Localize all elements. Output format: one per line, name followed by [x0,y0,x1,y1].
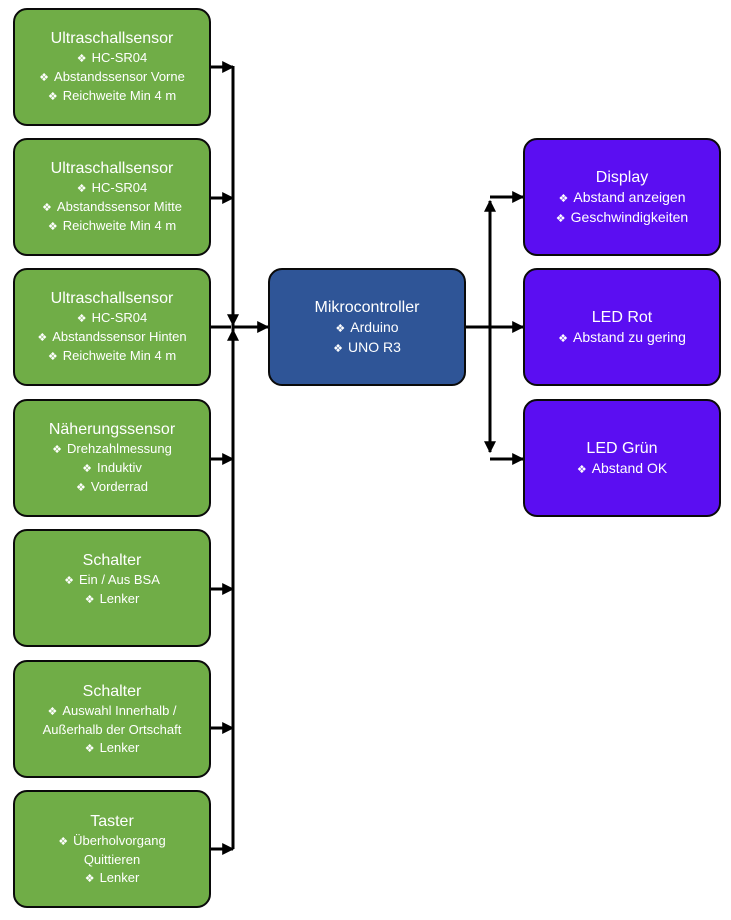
bullet-icon: ❖ [76,482,86,494]
bullet-icon: ❖ [84,742,95,755]
item-text: HC-SR04 [91,310,148,325]
input-box-switch-location: Schalter ❖Auswahl Innerhalb / Außerhalb … [13,660,211,778]
box-title: Näherungssensor [48,421,176,438]
item-text: Vorderrad [90,479,148,494]
item-text: Reichweite Min 4 m [62,218,177,233]
list-item: ❖ Vorderrad [76,478,148,497]
item-text: Abstandssensor Mitte [56,199,182,214]
box-title: Ultraschallsensor [50,160,174,177]
controller-box: Mikrocontroller ❖Arduino ❖UNO R3 [268,268,466,386]
list-item: ❖ Geschwindigkeiten [556,208,688,228]
list-item: ❖ Reichweite Min 4 m [48,87,176,106]
bullet-icon: ❖ [76,183,87,195]
box-title: LED Grün [586,439,658,457]
list-item: ❖ HC-SR04 [77,179,148,198]
item-text: Lenker [99,739,140,755]
bullet-icon: ❖ [576,463,587,476]
list-item: ❖ Lenker [85,590,140,609]
item-text: Reichweite Min 4 m [62,88,177,103]
bullet-icon: ❖ [84,872,95,885]
list-item: ❖ Abstand zu gering [558,328,686,348]
item-text: Abstandssensor Hinten [52,329,187,344]
list-item: ❖ Induktiv [82,459,142,478]
item-text: Lenker [99,869,140,885]
bullet-icon: ❖ [58,835,69,848]
bullet-icon: ❖ [47,351,58,363]
box-title: Display [595,168,649,186]
bullet-icon: ❖ [558,332,568,345]
list-item: ❖Auswahl Innerhalb / Außerhalb der Ortsc… [37,702,187,739]
list-item: ❖ Lenker [85,739,140,758]
bullet-icon: ❖ [84,593,95,606]
item-text: Abstandssensor Vorne [54,69,185,84]
bullet-icon: ❖ [335,322,346,335]
box-title: Ultraschallsensor [50,290,174,307]
list-item: ❖ Abstand anzeigen [559,188,686,208]
bullet-icon: ❖ [47,221,58,233]
item-text: Drehzahlmessung [67,441,172,456]
input-box-ultrasonic-rear: Ultraschallsensor ❖ HC-SR04 ❖ Abstandssens… [13,268,211,386]
output-box-display: Display ❖Abstand anzeigen ❖Geschwindigke… [523,138,721,256]
item-text: Abstand OK [591,459,668,476]
list-item: ❖ Reichweite Min 4 m [48,217,176,236]
input-box-proximity-sensor: Näherungssensor ❖ Drehzahlmessung ❖ Indukt… [13,399,211,517]
box-title: LED Rot [591,308,653,326]
list-item: ❖ Abstandssensor Hinten [37,328,186,347]
input-box-switch-power: Schalter ❖ Ein / Aus BSA ❖ Lenker [13,529,211,647]
bullet-icon: ❖ [76,53,87,65]
bullet-icon: ❖ [555,212,566,225]
bullet-icon: ❖ [47,705,58,718]
bullet-icon: ❖ [52,444,63,456]
bullet-icon: ❖ [76,313,87,325]
output-box-led-green: LED Grün ❖ Abstand OK [523,399,721,517]
list-item: ❖ UNO R3 [333,338,401,358]
list-item: ❖ HC-SR04 [77,49,148,68]
bullet-icon: ❖ [64,574,74,587]
bullet-icon: ❖ [82,463,93,475]
list-item: ❖ Drehzahlmessung [52,440,172,459]
item-text: Geschwindigkeiten [570,208,689,225]
item-text: Auswahl Innerhalb / Außerhalb der Ortsch… [42,702,182,737]
item-text: HC-SR04 [91,50,148,65]
input-box-ultrasonic-middle: Ultraschallsensor ❖ HC-SR04 ❖ Abstandssens… [13,138,211,256]
box-title: Schalter [82,682,142,700]
box-title: Taster [90,812,134,830]
item-text: Reichweite Min 4 m [62,348,177,363]
bullet-icon: ❖ [47,91,58,103]
item-text: Ein / Aus BSA [78,571,160,587]
item-text: Überholvorgang Quittieren [73,832,166,867]
list-item: ❖ Arduino [335,318,398,338]
box-title: Schalter [82,551,142,569]
box-title: Mikrocontroller [314,298,420,316]
list-item: ❖ Überholvorgang Quittieren [47,832,177,869]
input-box-button-overtake: Taster ❖ Überholvorgang Quittieren ❖ Lenke… [13,790,211,908]
item-text: Abstand anzeigen [573,188,686,205]
box-title: Ultraschallsensor [50,30,174,47]
list-item: ❖ Lenker [85,869,140,888]
output-box-led-red: LED Rot ❖ Abstand zu gering [523,268,721,386]
item-text: Abstand zu gering [573,328,686,345]
bullet-icon: ❖ [333,342,343,355]
item-text: HC-SR04 [91,180,148,195]
list-item: ❖ Abstandssensor Vorne [39,68,185,87]
bullet-icon: ❖ [558,192,569,205]
input-box-ultrasonic-front: Ultraschallsensor ❖ HC-SR04 ❖ Abstandssens… [13,8,211,126]
list-item: ❖ Reichweite Min 4 m [48,347,176,366]
list-item: ❖ Ein / Aus BSA [64,571,160,590]
item-text: Lenker [99,590,140,606]
list-item: ❖ Abstand OK [577,459,667,479]
bullet-icon: ❖ [42,202,52,214]
list-item: ❖ HC-SR04 [77,309,148,328]
bullet-icon: ❖ [39,72,50,84]
item-text: Induktiv [97,460,142,475]
bullet-icon: ❖ [37,332,48,344]
item-text: UNO R3 [347,338,401,355]
item-text: Arduino [350,318,399,335]
list-item: ❖ Abstandssensor Mitte [42,198,182,217]
